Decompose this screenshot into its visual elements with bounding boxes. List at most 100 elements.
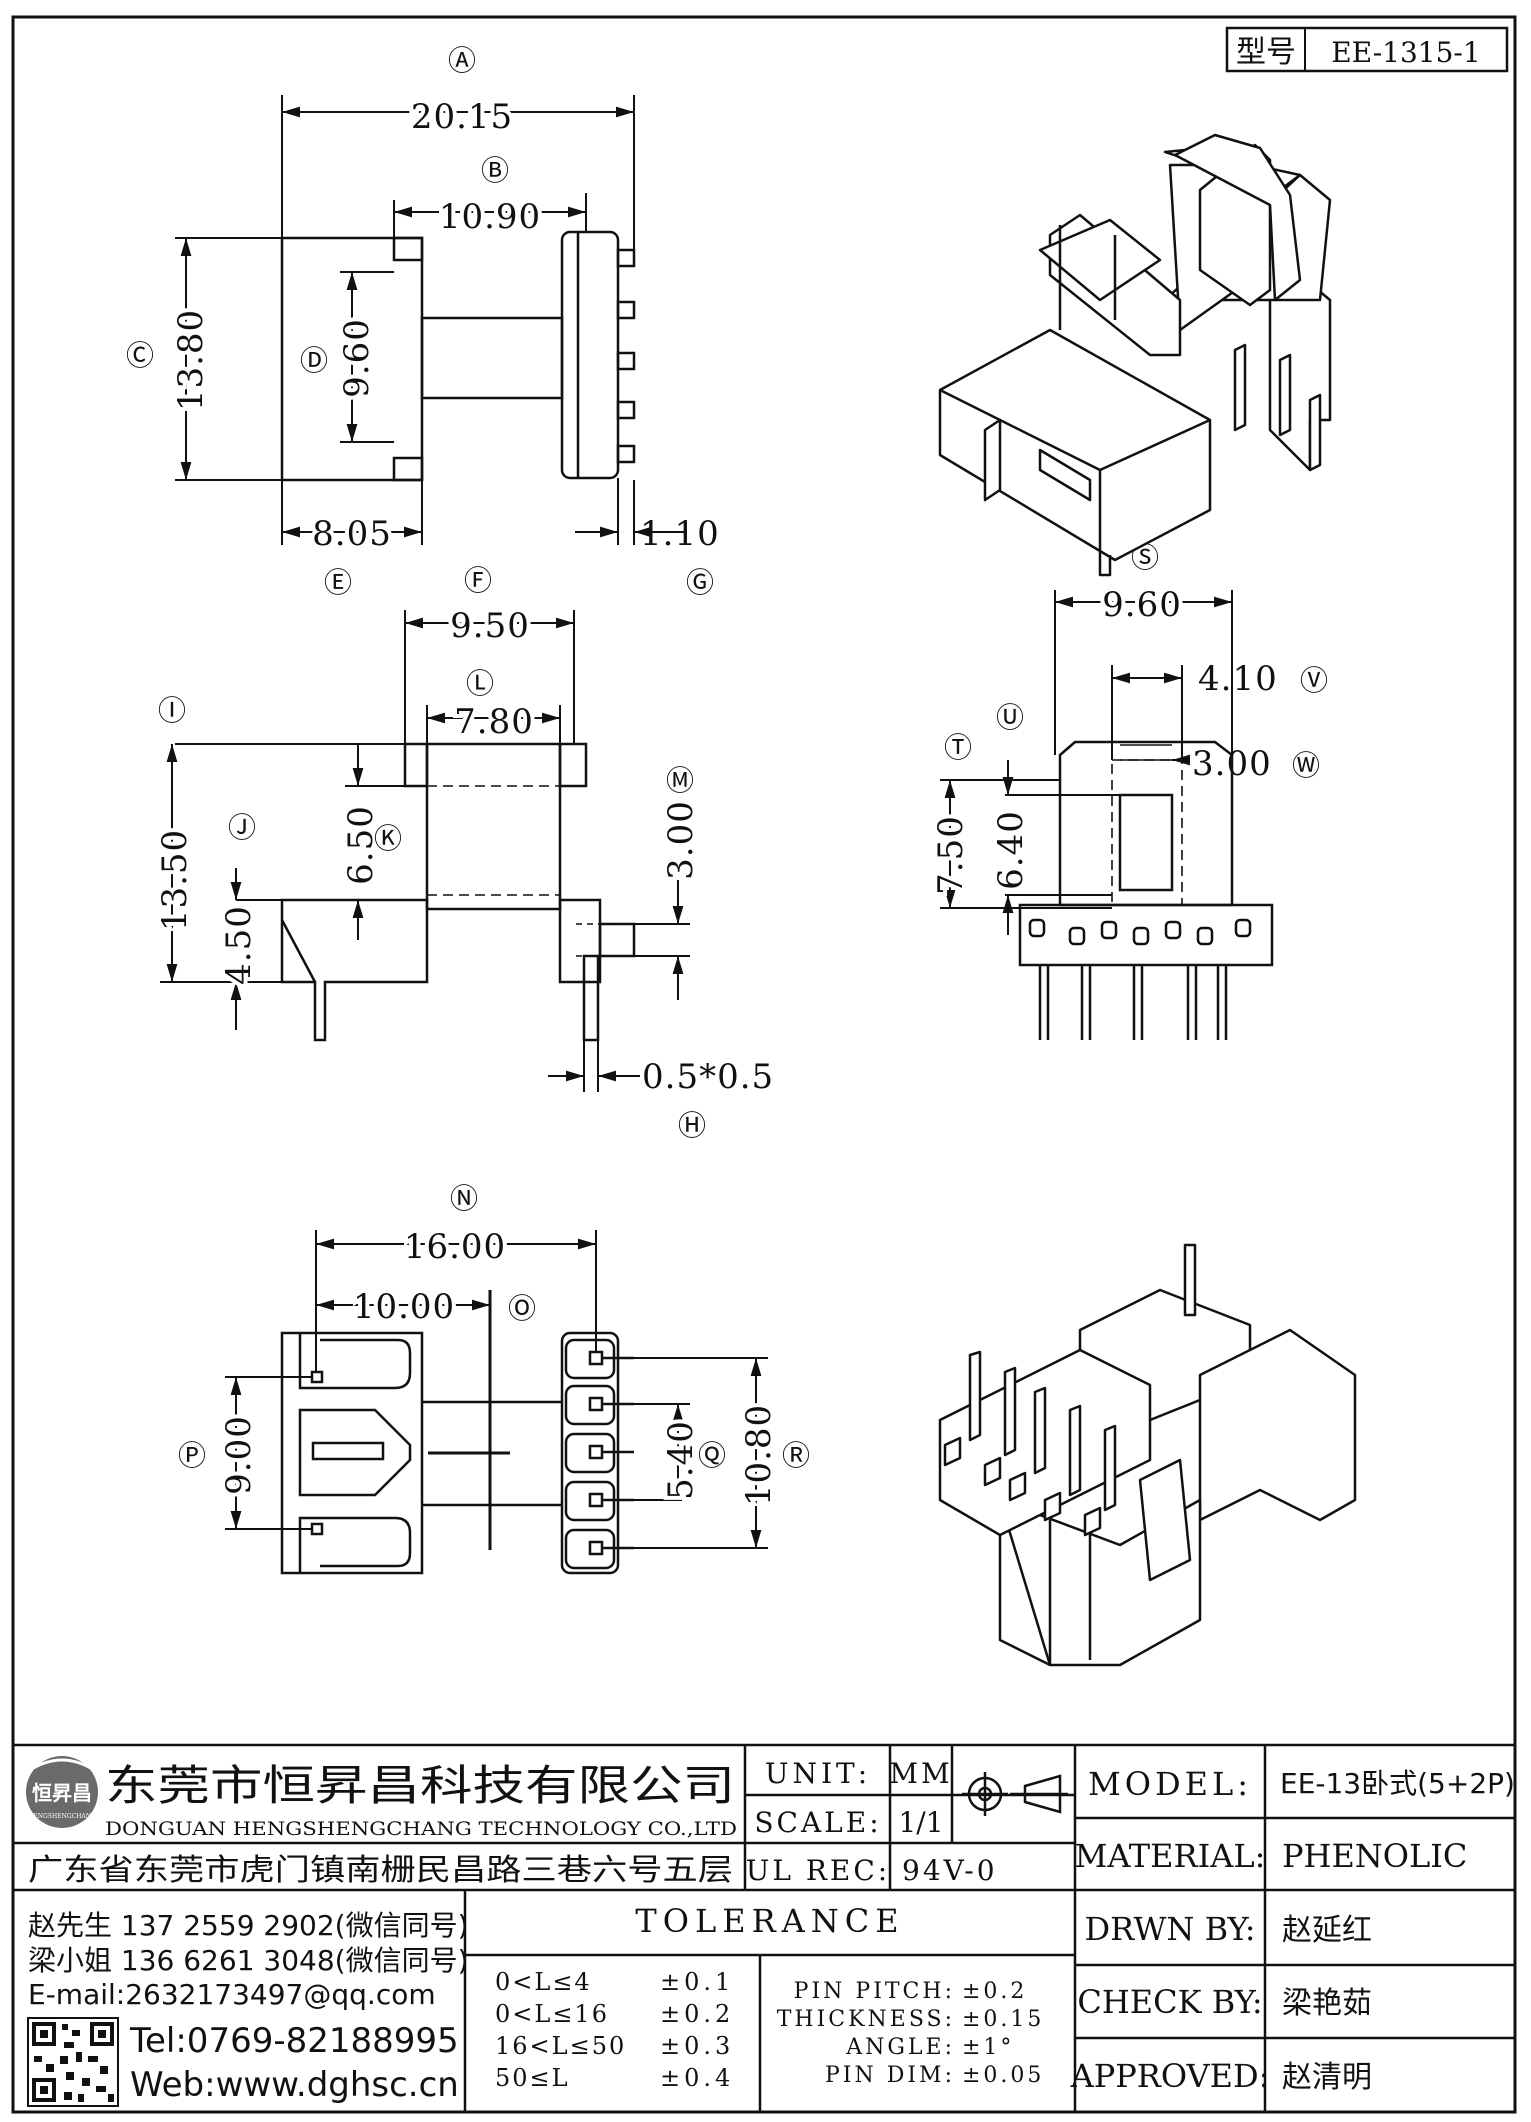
check-by-value: 梁艳茹 xyxy=(1282,1986,1372,2021)
dim-V-value: 4.10 xyxy=(1198,659,1278,699)
dim-O-letter: Ⓞ xyxy=(508,1292,536,1325)
tol-other-label: PIN DIM: xyxy=(825,2063,955,2088)
tol-other-label: ANGLE: xyxy=(845,2035,955,2060)
dim-N-value: 16.00 xyxy=(404,1227,506,1267)
tolerance-ranges: 0<L≤4 ±0.1 0<L≤16 ±0.2 16<L≤50 ±0.3 50≤L… xyxy=(495,1968,734,2092)
scale-label: SCALE: xyxy=(754,1806,881,1839)
iso-view-upper xyxy=(938,133,1332,577)
dim-K-letter: Ⓚ xyxy=(374,822,402,855)
tolerance-title: TOLERANCE xyxy=(635,1902,904,1940)
company-name-cn: 东莞市恒昇昌科技有限公司 xyxy=(105,1761,735,1810)
dim-J-letter: Ⓙ xyxy=(228,811,256,844)
approved-value: 赵清明 xyxy=(1282,2060,1372,2095)
dim-R-letter: Ⓡ xyxy=(782,1439,810,1472)
dim-G-letter: Ⓖ xyxy=(686,566,714,599)
logo-text: 恒昇昌 xyxy=(32,1781,92,1805)
dim-A-letter: Ⓐ xyxy=(448,44,476,77)
dim-R-value: 10.80 xyxy=(739,1404,779,1506)
company-name-en: DONGUAN HENGSHENGCHANG TECHNOLOGY CO.,LT… xyxy=(105,1818,737,1840)
company-address: 广东省东莞市虎门镇南栅民昌路三巷六号五层 xyxy=(28,1853,733,1888)
model-value: EE-13卧式(5+2P) xyxy=(1280,1767,1515,1800)
model-label: MODEL: xyxy=(1088,1765,1252,1803)
tol-other-value: ±0.2 xyxy=(962,1979,1027,2004)
dim-E-letter: Ⓔ xyxy=(324,566,352,599)
approved-label: APPROVED: xyxy=(1070,2057,1270,2095)
view-bottom-dims xyxy=(225,1230,768,1550)
view-side-dims xyxy=(160,610,690,1092)
view-top-dims xyxy=(175,95,684,545)
dim-H-value: 0.5*0.5 xyxy=(642,1057,774,1097)
tol-other-label: THICKNESS: xyxy=(777,2007,955,2032)
view-front xyxy=(1018,740,1274,1040)
check-by-label: CHECK BY: xyxy=(1077,1983,1262,2021)
tol-range: 0<L≤4 xyxy=(495,1968,592,1996)
tol-range: 50≤L xyxy=(495,2064,570,2092)
dim-Q-value: 5.40 xyxy=(661,1420,701,1500)
material-label: MATERIAL: xyxy=(1075,1837,1266,1875)
tol-other-label: PIN PITCH: xyxy=(794,1979,955,2004)
tolerance-others: PIN PITCH: ±0.2 THICKNESS: ±0.15 ANGLE: … xyxy=(777,1979,1044,2088)
dim-B-letter: Ⓑ xyxy=(481,154,509,187)
dim-I-value: 13.50 xyxy=(155,829,195,931)
dim-E-value: 8.05 xyxy=(312,514,392,554)
drawn-by-label: DRWN BY: xyxy=(1084,1910,1255,1948)
dim-J-value: 4.50 xyxy=(219,905,259,985)
dim-B-value: 10.90 xyxy=(439,197,541,237)
dim-A-value: 20.15 xyxy=(411,97,513,137)
dim-L-letter: Ⓛ xyxy=(466,667,494,700)
title-block-lines xyxy=(13,1743,1515,2112)
qr-code-icon xyxy=(27,2017,119,2107)
tol-value: ±0.2 xyxy=(660,2000,734,2028)
view-side xyxy=(280,742,636,1042)
projection-symbol-icon xyxy=(962,1772,1068,1816)
dim-P-letter: Ⓟ xyxy=(178,1439,206,1472)
dim-V-letter: Ⓥ xyxy=(1300,664,1328,697)
logo-subtext: HENGSHENGCHANG xyxy=(28,1813,96,1820)
tol-value: ±0.4 xyxy=(660,2064,734,2092)
tol-value: ±0.3 xyxy=(660,2032,734,2060)
tol-range: 0<L≤16 xyxy=(495,2000,609,2028)
iso-view-lower xyxy=(938,1243,1357,1667)
contact-1: 赵先生 137 2559 2902(微信同号) xyxy=(28,1909,469,1942)
dim-F-value: 9.50 xyxy=(450,606,530,646)
dim-F-letter: Ⓕ xyxy=(464,564,492,597)
unit-label: UNIT: xyxy=(765,1757,871,1790)
view-bottom xyxy=(280,1331,634,1575)
view-top xyxy=(280,230,636,482)
dim-Q-letter: Ⓠ xyxy=(698,1439,726,1472)
tol-value: ±0.1 xyxy=(660,1968,734,1996)
tol-range: 16<L≤50 xyxy=(495,2032,626,2060)
dim-M-value: 3.00 xyxy=(661,800,701,880)
contact-tel: Tel:0769-82188995 xyxy=(129,2021,459,2061)
tol-other-value: ±0.05 xyxy=(962,2063,1044,2088)
dim-U-value: 6.40 xyxy=(991,810,1031,890)
dim-T-letter: Ⓣ xyxy=(944,731,972,764)
dim-L-value: 7.80 xyxy=(454,702,534,742)
dim-C-letter: Ⓒ xyxy=(126,339,154,372)
contact-email: E-mail:2632173497@qq.com xyxy=(28,1978,436,2011)
tol-other-value: ±0.15 xyxy=(962,2007,1044,2032)
contact-web: Web:www.dghsc.cn xyxy=(130,2065,459,2105)
dim-S-value: 9.60 xyxy=(1102,585,1182,625)
part-number-box: 型号 EE-1315-1 xyxy=(1225,26,1509,73)
dim-K-value: 6.50 xyxy=(341,805,381,885)
dim-U-letter: Ⓤ xyxy=(996,701,1024,734)
view-front-dims xyxy=(940,590,1233,935)
dim-W-value: 3.00 xyxy=(1192,744,1272,784)
contact-2: 梁小姐 136 6261 3048(微信同号) xyxy=(28,1944,469,1977)
unit-value: MM xyxy=(889,1757,952,1790)
dim-O-value: 10.00 xyxy=(353,1287,455,1327)
dim-T-value: 7.50 xyxy=(931,815,971,895)
dim-G-value: 1.10 xyxy=(640,514,720,554)
dim-C-value: 13.80 xyxy=(171,309,211,411)
tol-other-value: ±1° xyxy=(962,2035,1014,2060)
dim-D-value: 9.60 xyxy=(337,318,377,398)
dim-M-letter: Ⓜ xyxy=(666,764,694,797)
ul-rec-value: 94V-0 xyxy=(902,1854,998,1887)
scale-value: 1/1 xyxy=(898,1806,943,1839)
dim-D-letter: Ⓓ xyxy=(300,344,328,377)
dim-I-letter: Ⓘ xyxy=(158,694,186,727)
dim-W-letter: Ⓦ xyxy=(1292,749,1320,782)
part-number-value: EE-1315-1 xyxy=(1331,36,1480,69)
